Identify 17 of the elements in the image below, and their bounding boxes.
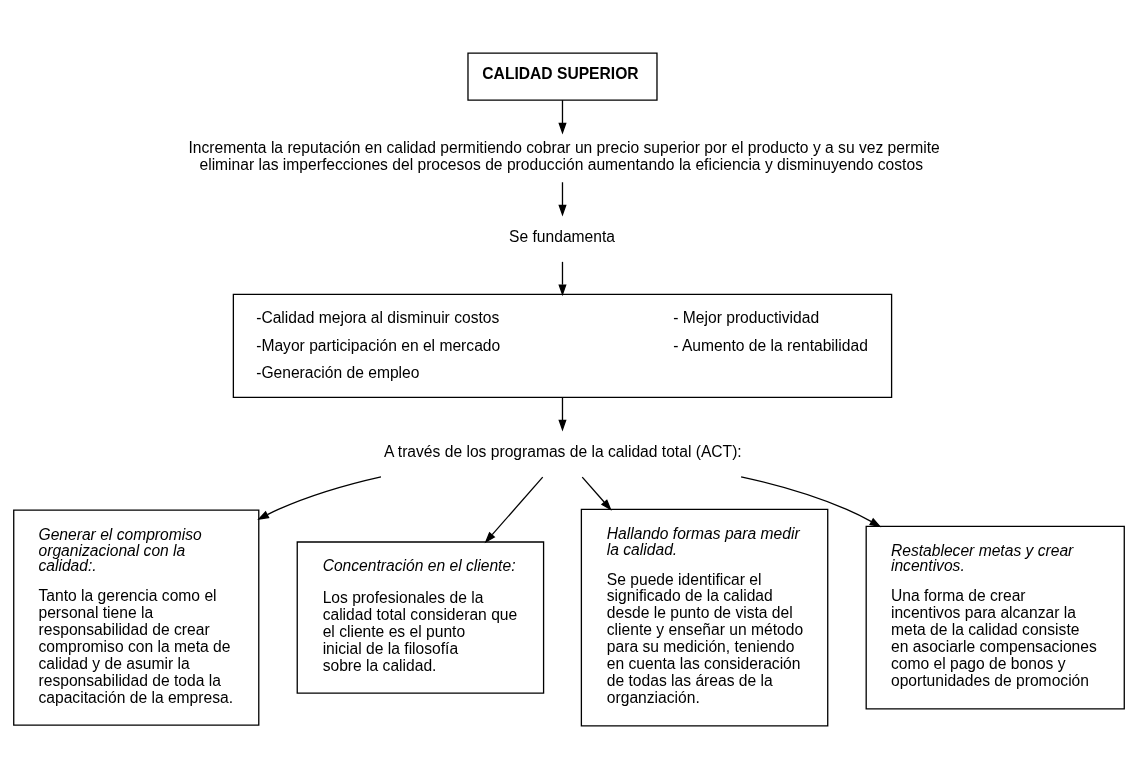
arrow — [558, 99, 567, 135]
arrow — [558, 396, 567, 431]
arrow — [484, 476, 544, 543]
arrow — [257, 475, 382, 520]
node-text: Incrementa la reputación en calidad permitiendo cobrar un precio superior por el producto y a su vez permite eliminar las imperfecciones del procesos de producción aumentando la eficiencia y disminuyendo costos — [188, 138, 940, 173]
node-box: Generar el compromiso organizacional con la calidad:. Tanto la gerencia como el personal tiene la responsabilidad de crear compromiso con la meta de calidad y de asumir la responsabilidad de toda la capacitación de la empresa. — [13, 508, 260, 726]
arrow — [581, 476, 612, 511]
arrow — [558, 181, 567, 217]
arrow — [558, 260, 567, 296]
node-box: Hallando formas para medir la calidad. Se puede identificar el significado de la calidad desde le punto de vista del cliente y enseñar un método para su medición, teniendo en cuenta las consideración de todas las áreas de la organziación. — [580, 508, 829, 726]
node-box: Restablecer metas y crear incentivos. Una forma de crear incentivos para alcanzar la meta de la calidad consiste en asociarle compensaciones como el pago de bonos y oportunidades de promoción — [865, 525, 1125, 709]
arrow — [740, 475, 882, 527]
node-box: CALIDAD SUPERIOR — [467, 52, 658, 101]
node-text: A través de los programas de la calidad total (ACT): — [383, 442, 742, 460]
node-box: Concentración en el cliente: Los profesionales de la calidad total consideran que el cliente es el punto inicial de la filosofía sobre la calidad. — [296, 540, 545, 694]
node-box: -Calidad mejora al disminuir costos - Mejor productividad -Mayor participación en el mercado - Aumento de la rentabilidad -Generación de empleo — [232, 293, 893, 398]
node-text: Se fundamenta — [509, 227, 616, 245]
